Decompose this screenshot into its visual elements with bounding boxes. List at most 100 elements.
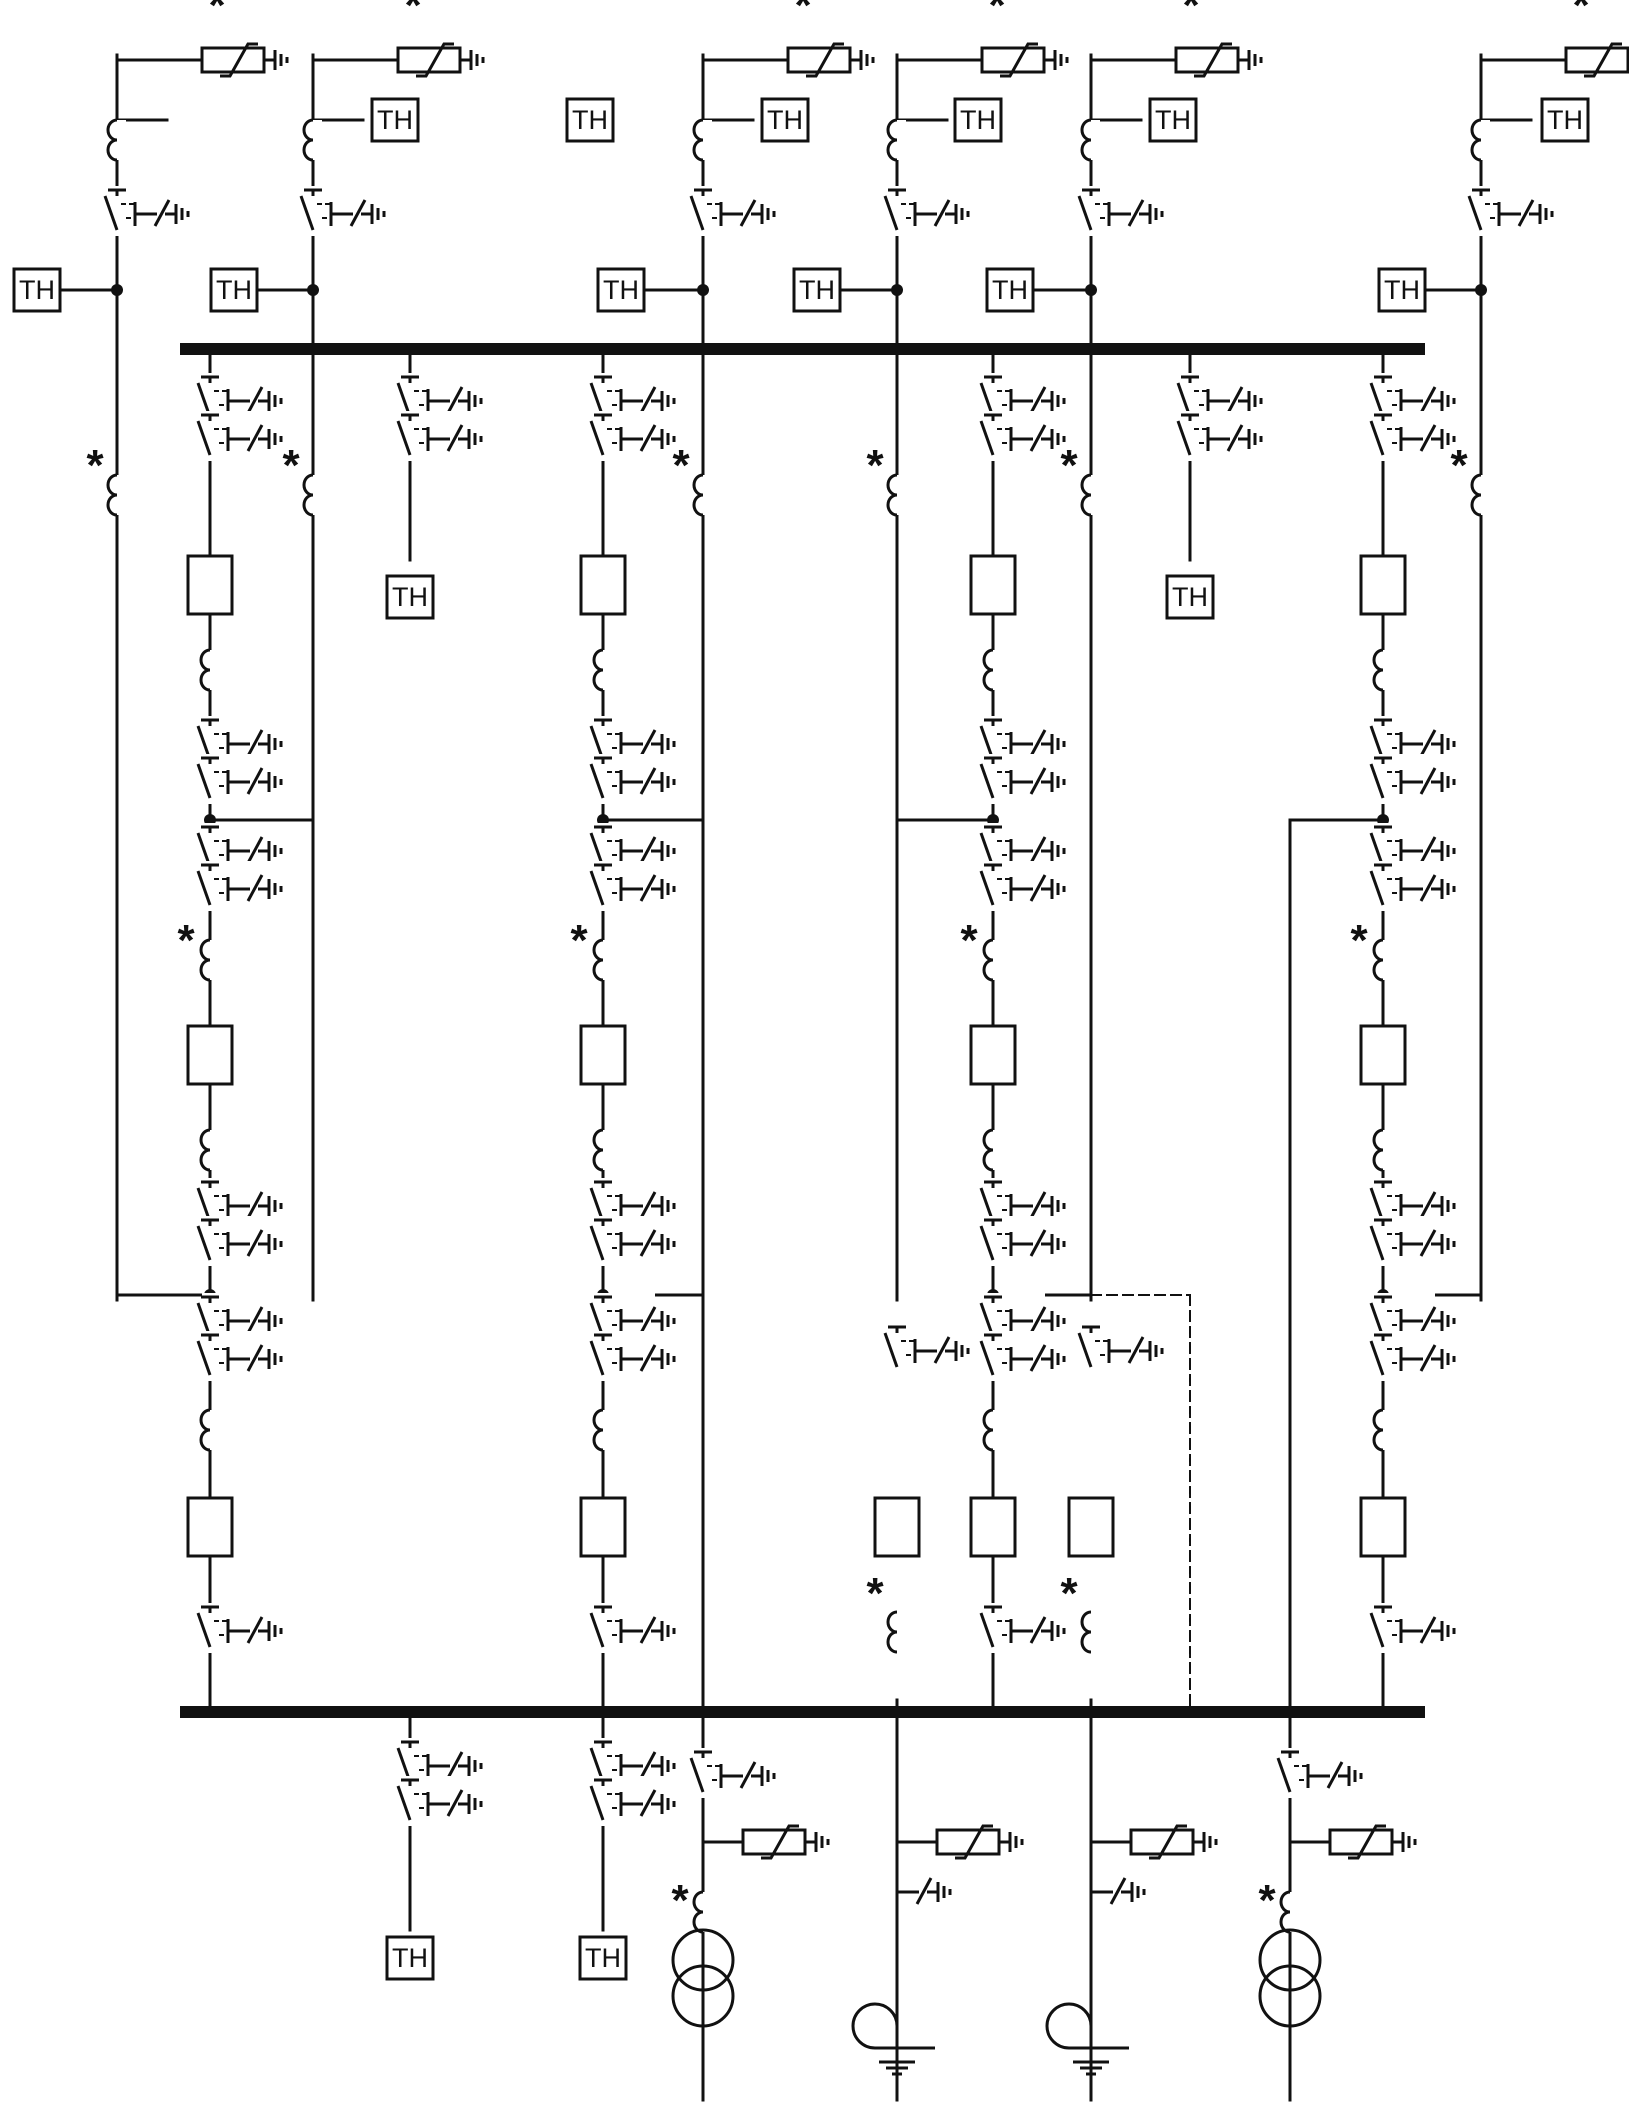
ct-coil: [692, 1890, 704, 1934]
current-transformer-icon: [982, 938, 1002, 982]
symbols: THTH**THTH**THTH**THTH**THTH**THTH******…: [12, 0, 1629, 2076]
ground-icon: [1130, 1882, 1146, 1902]
earthing-switch-icon: [1206, 424, 1248, 452]
disc-blade: [1176, 420, 1192, 456]
disc-blade: [1467, 195, 1483, 231]
th-label: TH: [1155, 105, 1191, 135]
es-blade: [933, 1336, 951, 1364]
es-blade: [1029, 386, 1047, 414]
earthing-switch-icon: [1399, 1306, 1441, 1334]
winding-primary: [671, 1928, 735, 1992]
current-transformer-icon: [199, 938, 219, 982]
voltage-transformer-box: TH: [985, 267, 1035, 313]
disc-gap: [202, 1331, 262, 1381]
th-label: TH: [992, 275, 1028, 305]
earthing-switch-icon: [1399, 1616, 1441, 1644]
es-blade: [1029, 836, 1047, 864]
earthing-switch-icon: [1399, 386, 1441, 414]
current-transformer-icon: [886, 1610, 906, 1654]
current-transformer-icon: [982, 1128, 1002, 1172]
ground-icon: [1148, 1341, 1164, 1361]
earthing-switch-icon: [619, 1191, 661, 1219]
ground-icon: [267, 1234, 283, 1254]
th-label: TH: [767, 105, 803, 135]
earthing-switch-icon: [1399, 767, 1441, 795]
ground-icon: [1050, 1349, 1066, 1369]
es-blade: [246, 874, 264, 902]
disconnector-icon: [883, 186, 949, 236]
earthing-switch-icon: [619, 1789, 661, 1817]
disc-blade: [196, 1612, 212, 1648]
es-blade: [915, 1877, 933, 1905]
disc-blade: [1276, 1757, 1292, 1793]
th-frame: [209, 267, 259, 313]
es-blade: [1419, 1344, 1437, 1372]
ground-icon: [1050, 391, 1066, 411]
junction-dot: [1475, 284, 1487, 296]
ground-icon: [1202, 1832, 1218, 1852]
disconnector-icon: [979, 411, 1045, 461]
earthing-switch-icon: [1399, 1191, 1441, 1219]
star-mark: *: [671, 1876, 689, 1925]
current-transformer-icon: [592, 1128, 612, 1172]
th-frame: [565, 97, 615, 143]
ct-coil: [592, 938, 604, 982]
disc-blade: [979, 1225, 995, 1261]
ground-icon: [814, 1832, 830, 1852]
earthing-switch-icon: [619, 1344, 661, 1372]
winding-primary: [1258, 1928, 1322, 1992]
busbar-2: [180, 1706, 1425, 1718]
voltage-transformer-box: TH: [792, 267, 842, 313]
surge-arrester-icon: [897, 1824, 1009, 1860]
th-label: TH: [216, 275, 252, 305]
junction-dot: [1085, 284, 1097, 296]
current-transformer-icon: [692, 1890, 712, 1934]
earthing-switch-icon: [1399, 729, 1441, 757]
surge-arrester-icon: [1526, 42, 1629, 78]
ct-coil: [199, 648, 211, 692]
earthing-switch-icon: [226, 767, 268, 795]
es-blade: [1419, 424, 1437, 452]
current-transformer-icon: [592, 938, 612, 982]
ground-icon: [660, 1196, 676, 1216]
surge-arrester-icon: [358, 42, 470, 78]
ct-coil: [592, 648, 604, 692]
es-blade: [639, 1191, 657, 1219]
voltage-transformer-box: TH: [1377, 267, 1427, 313]
es-blade: [1517, 199, 1535, 227]
earthing-switch-icon: [619, 1306, 661, 1334]
disc-blade: [103, 195, 119, 231]
es-blade: [1029, 767, 1047, 795]
disconnector-icon: [299, 186, 365, 236]
current-transformer-icon: [302, 118, 322, 162]
earthing-switch-icon: [719, 1761, 761, 1789]
es-blade: [639, 424, 657, 452]
disc-blade: [1077, 1332, 1093, 1368]
current-transformer-icon: [1372, 1408, 1392, 1452]
ct-coil: [886, 118, 898, 162]
disc-blade: [196, 870, 212, 906]
disconnector-icon: [979, 1216, 1045, 1266]
disc-blade: [883, 195, 899, 231]
disc-gap: [202, 1216, 262, 1266]
disc-gap: [202, 1603, 262, 1653]
circuit-breaker-box: [1359, 554, 1407, 616]
disconnector-icon: [979, 754, 1045, 804]
current-transformer-icon: [592, 648, 612, 692]
es-blade: [1419, 767, 1437, 795]
disc-gap: [889, 1323, 949, 1373]
circuit-breaker-box: [1067, 1496, 1115, 1558]
earthing-switch-icon: [426, 1751, 468, 1779]
ct-coil: [1279, 1890, 1291, 1934]
disc-blade: [589, 1225, 605, 1261]
es-blade: [1419, 1306, 1437, 1334]
shunt-reactor-icon: [851, 1984, 935, 2076]
es-blade: [639, 1344, 657, 1372]
disc-blade: [196, 1340, 212, 1376]
star-mark: *: [282, 441, 300, 490]
sa-varistor: [806, 42, 844, 78]
circuit-breaker-box: [579, 1024, 627, 1086]
th-label: TH: [392, 582, 428, 612]
current-transformer-icon: [302, 473, 322, 517]
